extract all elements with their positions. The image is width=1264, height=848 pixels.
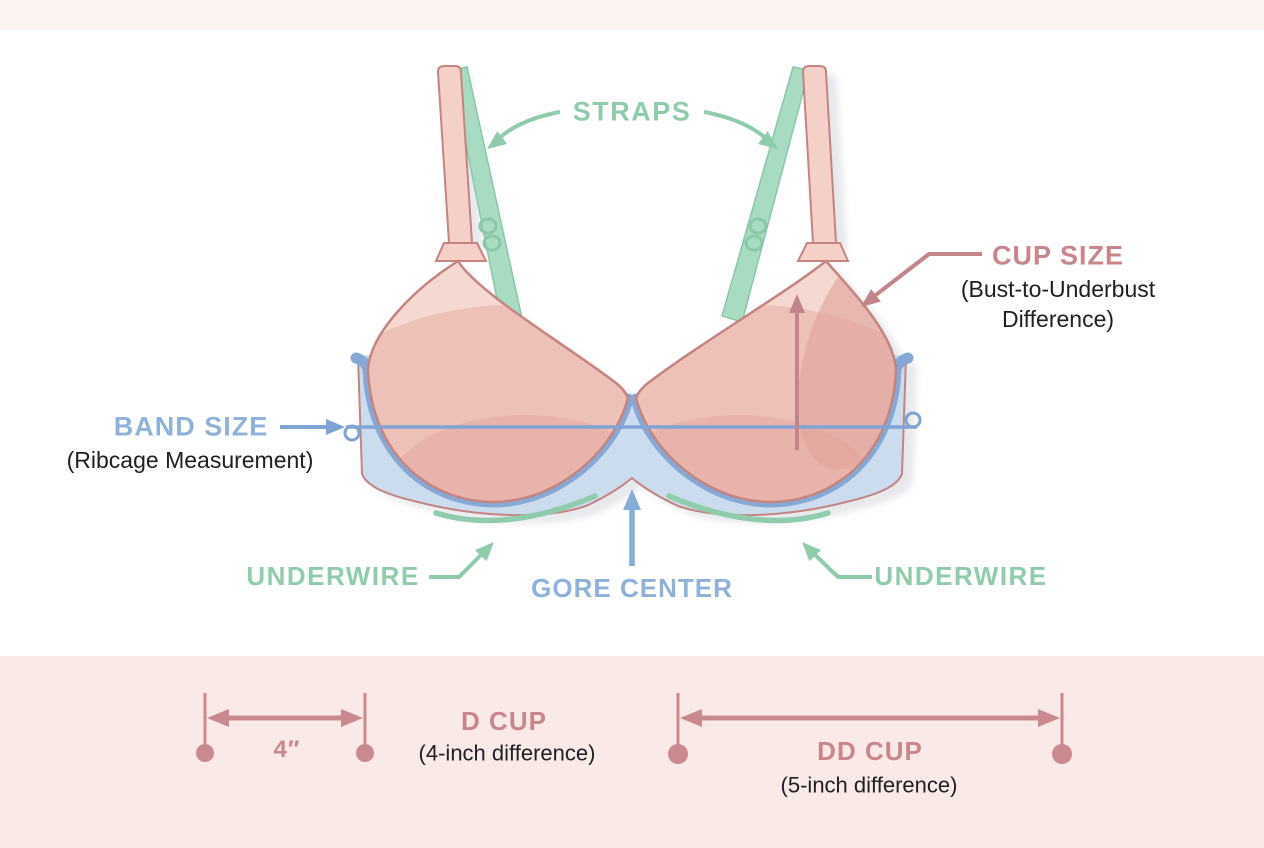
measure-dot: [196, 744, 214, 762]
cup-height-arrow: [789, 294, 805, 450]
cup-size-arrow: [861, 252, 982, 307]
straps-arrow-left: [487, 110, 561, 149]
underwire-arc-right: [666, 493, 831, 524]
measure-dot: [1052, 744, 1072, 764]
cup-size-label: CUP SIZE: [991, 240, 1125, 271]
d-cup-title: D CUP: [461, 706, 547, 737]
underwire-right-label: UNDERWIRE: [874, 561, 1048, 592]
underwire-arrow-left: [429, 542, 494, 579]
dd-cup-subtitle: (5-inch difference): [780, 772, 958, 798]
strap-adjuster-left: [478, 217, 498, 235]
pink-strap-left: [434, 65, 488, 262]
cup-size-subtitle-line2: Difference): [1001, 305, 1115, 332]
band-line-curl-right: [904, 411, 922, 429]
band-line-curl-left: [343, 424, 361, 442]
cup-size-subtitle-line1: (Bust-to-Underbust: [960, 275, 1156, 302]
underwire-left-label: UNDERWIRE: [246, 561, 420, 592]
band-measure-line: [343, 411, 922, 442]
cup-right: [634, 259, 898, 504]
measure-dot: [356, 744, 374, 762]
pink-strap-right: [796, 65, 850, 262]
band-size-label: BAND SIZE: [113, 411, 269, 442]
top-strip: [0, 0, 1264, 30]
band-size-subtitle: (Ribcage Measurement): [66, 446, 314, 473]
d-cup-measure-value: 4″: [273, 736, 301, 764]
measure-dot: [668, 744, 688, 764]
dd-cup-measure: [668, 693, 1072, 764]
cup-left: [366, 259, 630, 504]
d-cup-measure: [196, 693, 374, 762]
gore-center-label: GORE CENTER: [531, 573, 733, 604]
d-cup-subtitle: (4-inch difference): [418, 740, 596, 766]
gore-center-arrow: [623, 489, 641, 566]
strap-adjuster-right: [748, 217, 768, 235]
underwire-arrow-right: [802, 542, 872, 579]
underwire-arc-left: [433, 493, 598, 524]
straps-label: STRAPS: [572, 96, 692, 127]
straps-arrow-right: [703, 110, 778, 149]
dd-cup-title: DD CUP: [817, 736, 923, 767]
underwire-arcs: [433, 493, 831, 524]
band-size-arrow: [280, 419, 345, 435]
